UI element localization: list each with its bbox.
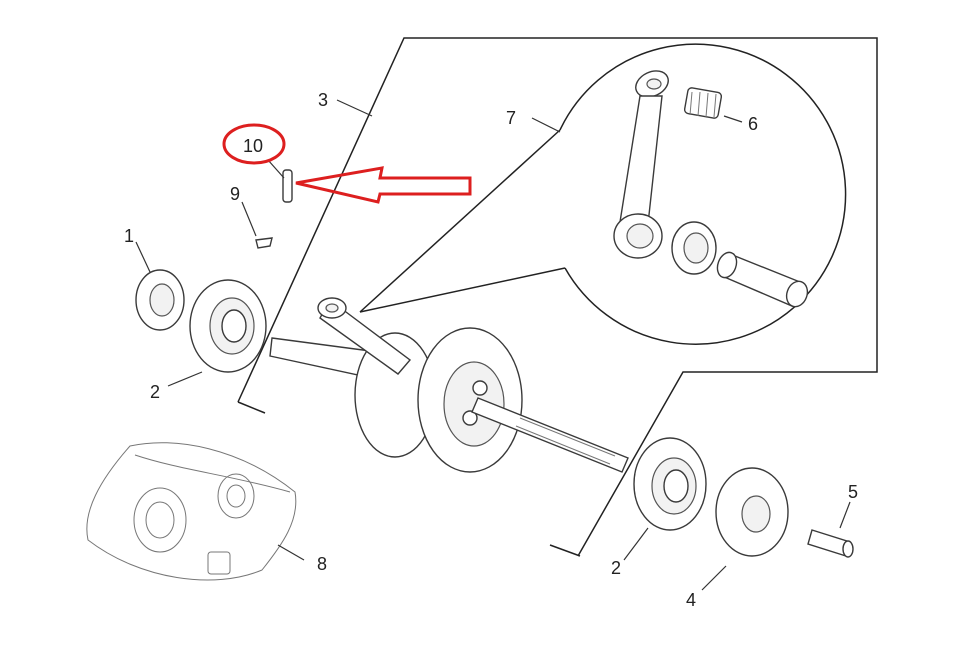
red-arrow-icon — [295, 166, 472, 204]
bearing-kit-bag-part — [86, 442, 297, 581]
crank-pin-part — [716, 251, 809, 308]
callout-10-highlight-circle — [222, 123, 286, 165]
callout-7: 7 — [506, 108, 516, 128]
callout-1: 1 — [124, 226, 134, 246]
callout-2-left: 2 — [150, 382, 160, 402]
callout-2-right: 2 — [611, 558, 621, 578]
leader-lines — [135, 99, 851, 591]
oil-seal-part — [135, 269, 185, 331]
pin-part — [807, 529, 854, 558]
needle-bearing-small-part — [683, 87, 723, 119]
callout-5: 5 — [848, 482, 858, 502]
crankshaft-part — [269, 297, 629, 473]
needle-bearing-large-part — [671, 221, 717, 275]
thrust-washer-part — [715, 467, 789, 557]
woodruff-key-part — [255, 237, 273, 249]
callout-8: 8 — [317, 554, 327, 574]
connecting-rod-detail — [359, 43, 847, 345]
connecting-rod-part — [613, 70, 669, 259]
dowel-pin-part — [282, 169, 293, 203]
highlight-annotation — [222, 123, 472, 204]
callout-10: 10 — [243, 136, 263, 156]
ball-bearing-left-part — [189, 279, 267, 373]
callout-6: 6 — [748, 114, 758, 134]
callout-4: 4 — [686, 590, 696, 610]
callout-3: 3 — [318, 90, 328, 110]
ball-bearing-right-part — [633, 437, 707, 531]
crankshaft-assembly-frame — [237, 37, 878, 557]
callout-9: 9 — [230, 184, 240, 204]
